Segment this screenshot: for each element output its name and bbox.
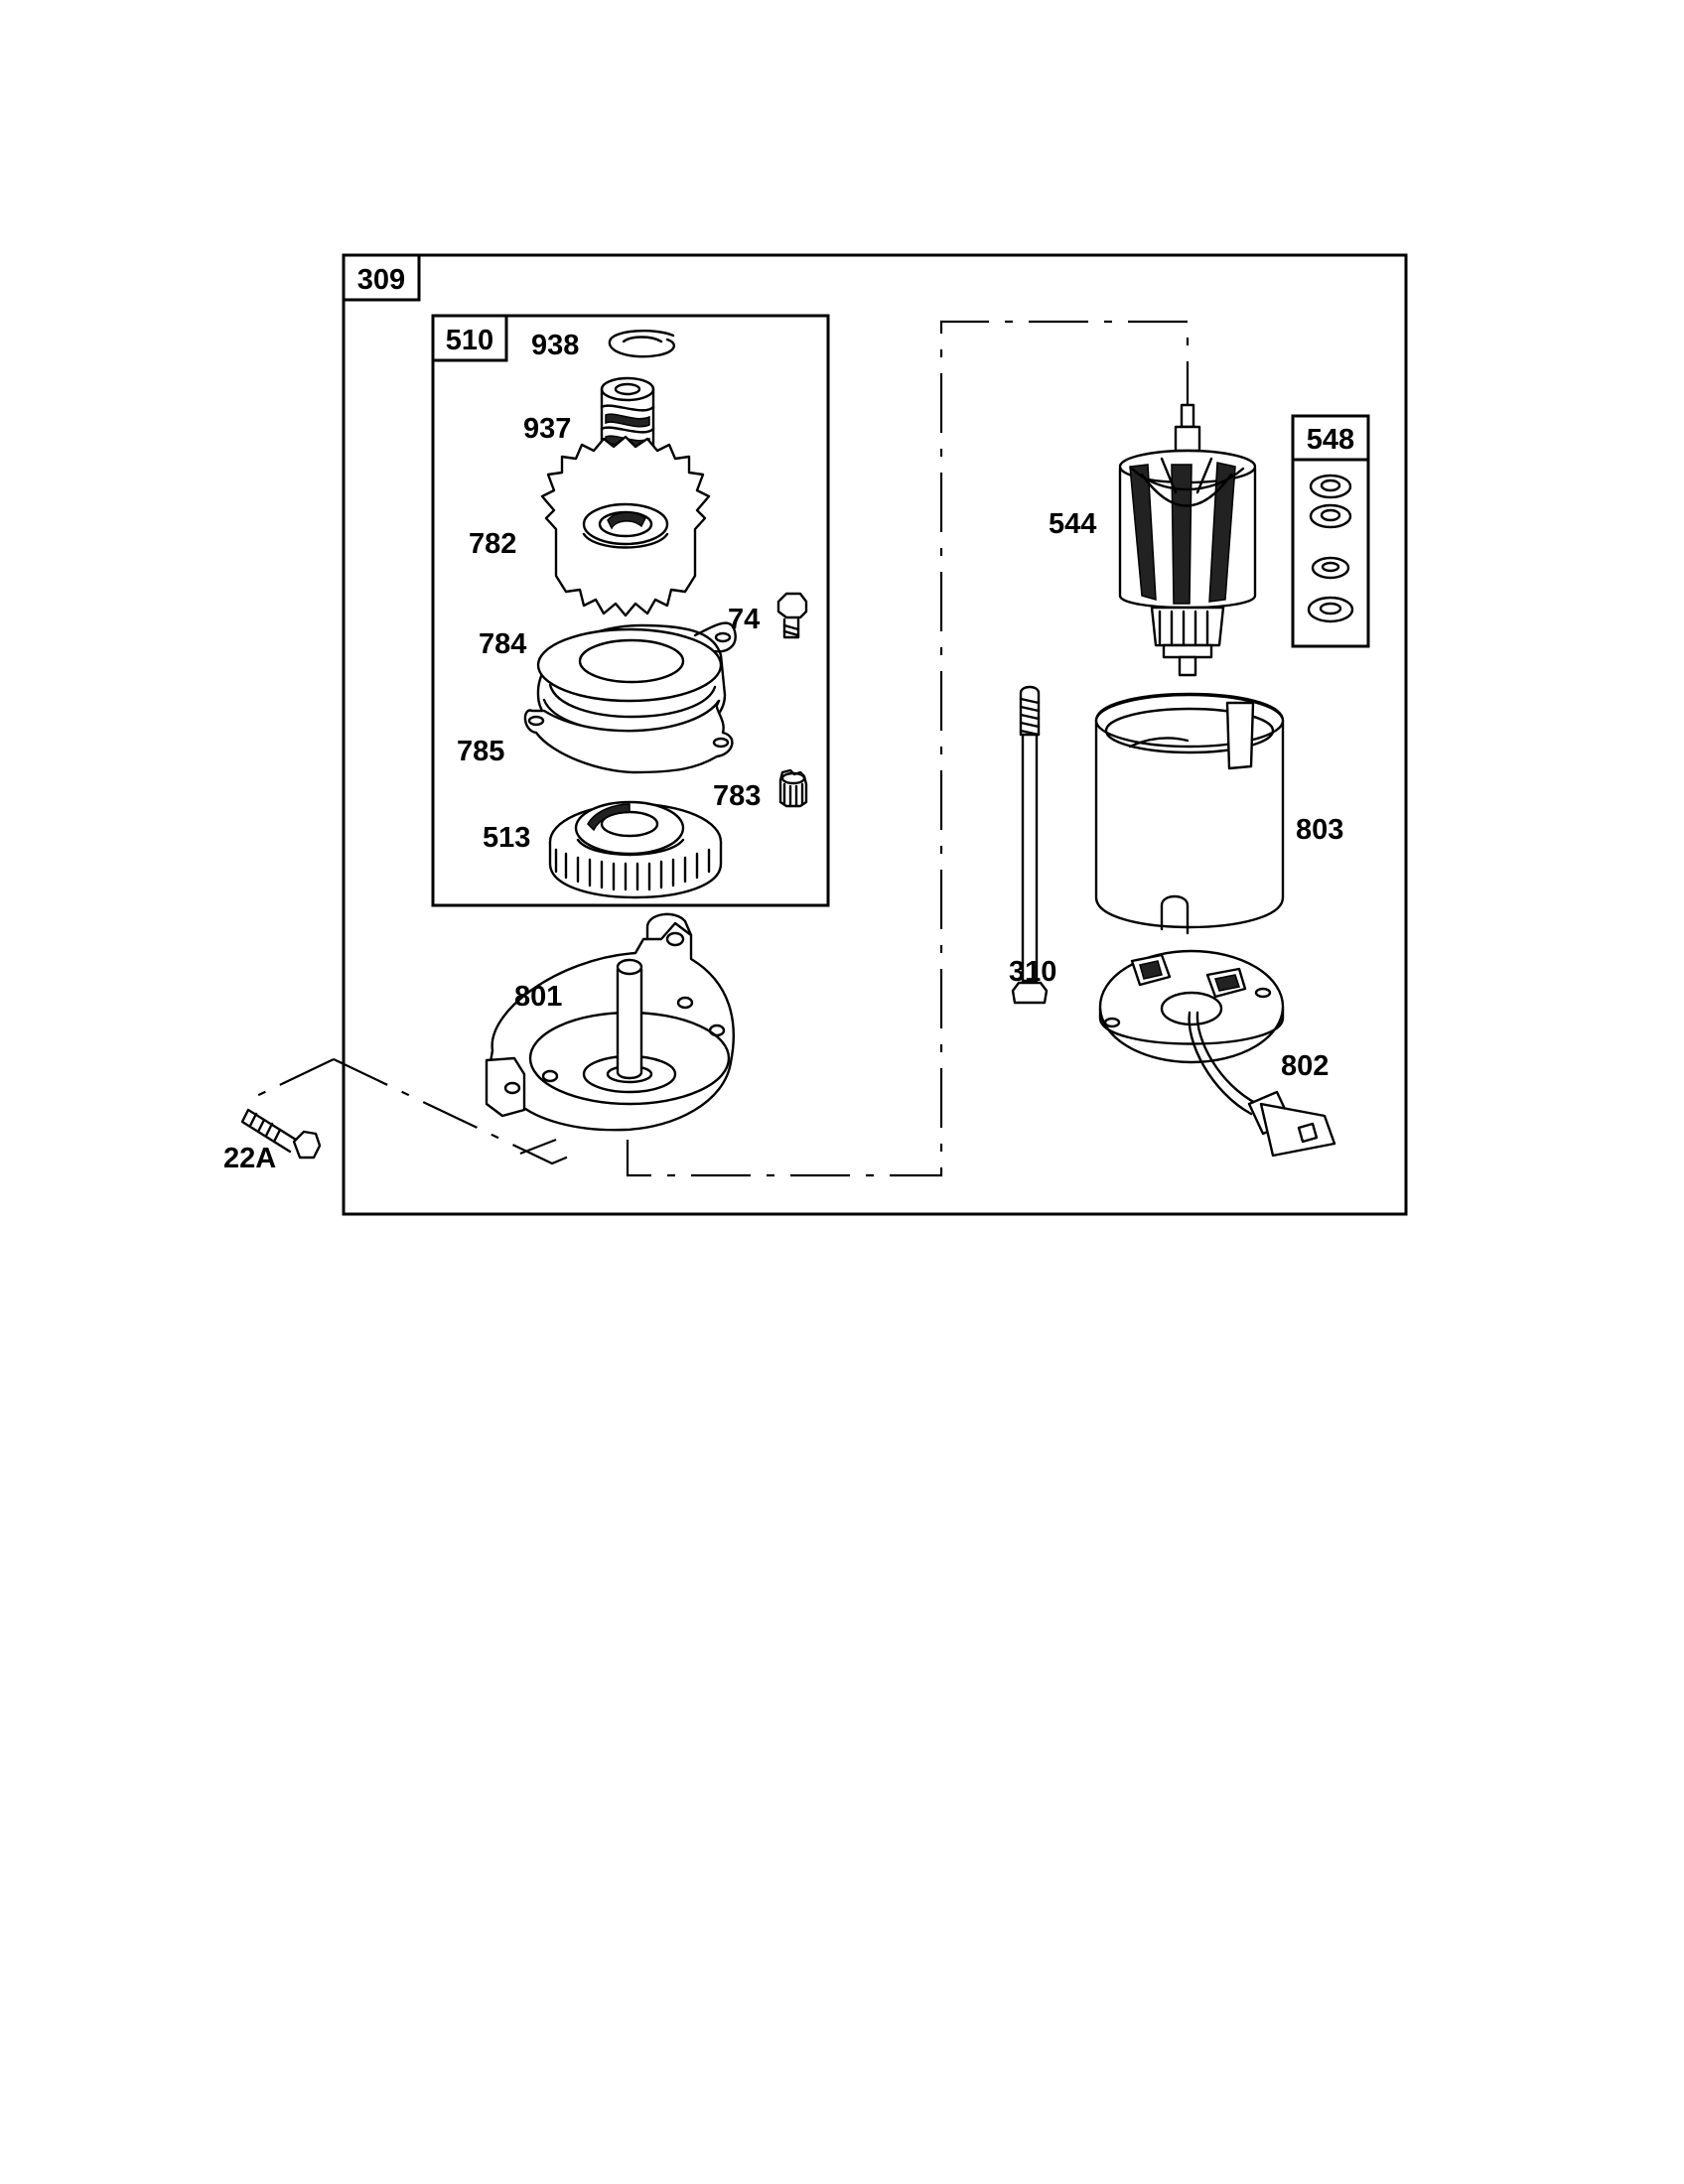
part-label-783: 783 xyxy=(713,780,761,812)
through-bolt-310 xyxy=(1011,685,1049,1005)
part-label-784: 784 xyxy=(479,628,526,660)
drive-gear-782 xyxy=(540,435,711,617)
pinion-gear-783 xyxy=(778,768,808,808)
part-label-785: 785 xyxy=(457,736,504,767)
assembly-frame-309 xyxy=(342,253,1408,1216)
assembly-tag-510 xyxy=(431,314,508,362)
part-label-937: 937 xyxy=(523,413,571,445)
part-label-803: 803 xyxy=(1296,814,1343,846)
assembly-line-bolt xyxy=(247,1058,577,1165)
assembly-frame-510 xyxy=(431,314,830,907)
assembly-label-510: 510 xyxy=(446,325,493,356)
part-label-544: 544 xyxy=(1049,508,1096,540)
assembly-tag-309 xyxy=(342,253,421,302)
brush-plate-802 xyxy=(1098,949,1336,1158)
drive-end-bracket-801 xyxy=(485,912,735,1132)
retaining-ring-938 xyxy=(608,330,676,358)
gasket-785 xyxy=(523,699,734,774)
part-label-22A: 22A xyxy=(223,1143,276,1174)
part-label-801: 801 xyxy=(514,981,562,1013)
assembly-label-309: 309 xyxy=(357,264,405,296)
bolt-22A xyxy=(240,1108,322,1160)
part-label-310: 310 xyxy=(1009,956,1056,988)
screw-74 xyxy=(776,592,808,639)
ring-gear-513 xyxy=(548,800,723,899)
part-label-782: 782 xyxy=(469,528,516,560)
part-label-74: 74 xyxy=(728,604,760,635)
assembly-label-548: 548 xyxy=(1307,424,1354,456)
armature-544 xyxy=(1118,403,1257,677)
part-label-802: 802 xyxy=(1281,1050,1329,1082)
assembly-tag-548 xyxy=(1291,414,1370,462)
part-label-938: 938 xyxy=(531,330,579,361)
housing-cover-784 xyxy=(536,621,737,745)
assembly-line-center xyxy=(626,320,1190,1177)
part-label-513: 513 xyxy=(483,822,530,854)
field-frame-803 xyxy=(1094,692,1285,935)
washer-set xyxy=(1307,474,1354,623)
